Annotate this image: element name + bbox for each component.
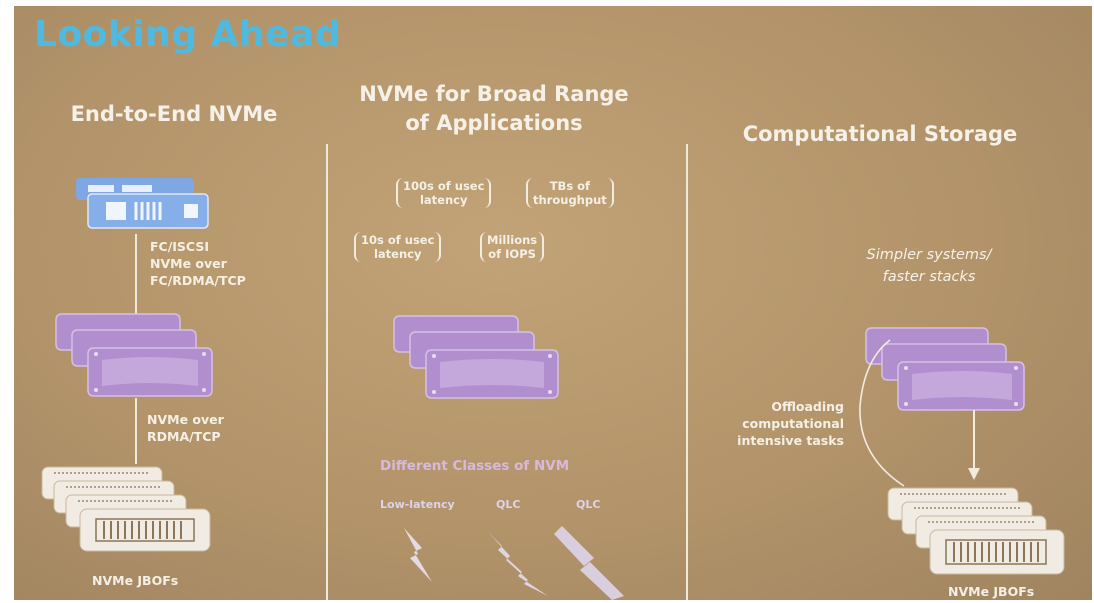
tagline: Simpler systems/ faster stacks: [854, 244, 1004, 288]
pill-line: throughput: [533, 193, 607, 207]
offload-label: Offloading computational intensive tasks: [722, 398, 844, 449]
heading-line-2: of Applications: [405, 111, 583, 135]
offload-line-1: Offloading: [771, 399, 844, 414]
storage-array-icon: [52, 310, 222, 402]
offload-curve: [834, 336, 954, 496]
link-label-fc-rdma-tcp: FC/RDMA/TCP: [150, 273, 246, 288]
server-rack-icon: [74, 176, 214, 236]
jbof-label-left: NVMe JBOFs: [92, 573, 179, 588]
offload-line-2: computational: [742, 416, 844, 431]
column-heading-end-to-end: End-to-End NVMe: [70, 102, 278, 126]
pill-line: Millions: [487, 233, 538, 247]
link-label-rdma-tcp: RDMA/TCP: [147, 429, 221, 444]
pill-line: 10s of usec: [361, 233, 435, 247]
slide-title: Looking Ahead: [34, 14, 342, 55]
pill-tbs-throughput: TBs of throughput: [526, 178, 614, 208]
nvm-type-qlc-2: QLC: [576, 498, 601, 511]
link-labels-lower: NVMe over RDMA/TCP: [147, 411, 224, 445]
column-heading-computational: Computational Storage: [742, 122, 1018, 146]
pill-millions-iops: Millions of IOPS: [480, 232, 545, 262]
qlc-chip-icon: [484, 528, 554, 598]
column-heading-broad-range: NVMe for Broad Range of Applications: [344, 80, 644, 138]
heading-line-1: NVMe for Broad Range: [359, 82, 629, 106]
link-labels-upper: FC/ISCSI NVMe over FC/RDMA/TCP: [150, 238, 246, 289]
nvm-type-low-latency: Low-latency: [380, 498, 455, 511]
pill-line: of IOPS: [488, 247, 536, 261]
offload-line-3: intensive tasks: [737, 433, 844, 448]
slide: Looking Ahead End-to-End NVMe FC/ISCSI N…: [14, 6, 1092, 600]
tagline-line-2: faster stacks: [882, 269, 976, 285]
link-label-nvme-over: NVMe over: [150, 256, 227, 271]
pill-100s-usec-latency: 100s of usec latency: [396, 178, 492, 208]
link-line-1: [135, 234, 137, 314]
jbof-icon: [40, 461, 220, 561]
pill-10s-usec-latency: 10s of usec latency: [354, 232, 442, 262]
tagline-line-1: Simpler systems/: [866, 247, 992, 263]
pill-line: 100s of usec: [403, 179, 485, 193]
pill-line: TBs of: [549, 179, 591, 193]
qlc-chip-icon-2: [554, 520, 634, 600]
pill-line: latency: [419, 193, 468, 207]
link-label-nvme-over-2: NVMe over: [147, 412, 224, 427]
storage-array-icon: [862, 324, 1042, 416]
nvm-type-qlc-1: QLC: [496, 498, 521, 511]
nvm-classes-heading: Different Classes of NVM: [380, 458, 570, 474]
column-divider-right: [686, 144, 688, 600]
lightning-icon: [400, 526, 440, 586]
jbof-icon: [886, 484, 1076, 584]
storage-array-icon: [384, 312, 574, 404]
arrow-down-icon: [964, 410, 984, 482]
link-line-2: [135, 398, 137, 464]
jbof-label-right: NVMe JBOFs: [948, 584, 1035, 599]
link-label-fc-iscsi: FC/ISCSI: [150, 239, 209, 254]
pill-line: latency: [373, 247, 422, 261]
column-divider-left: [326, 144, 328, 600]
